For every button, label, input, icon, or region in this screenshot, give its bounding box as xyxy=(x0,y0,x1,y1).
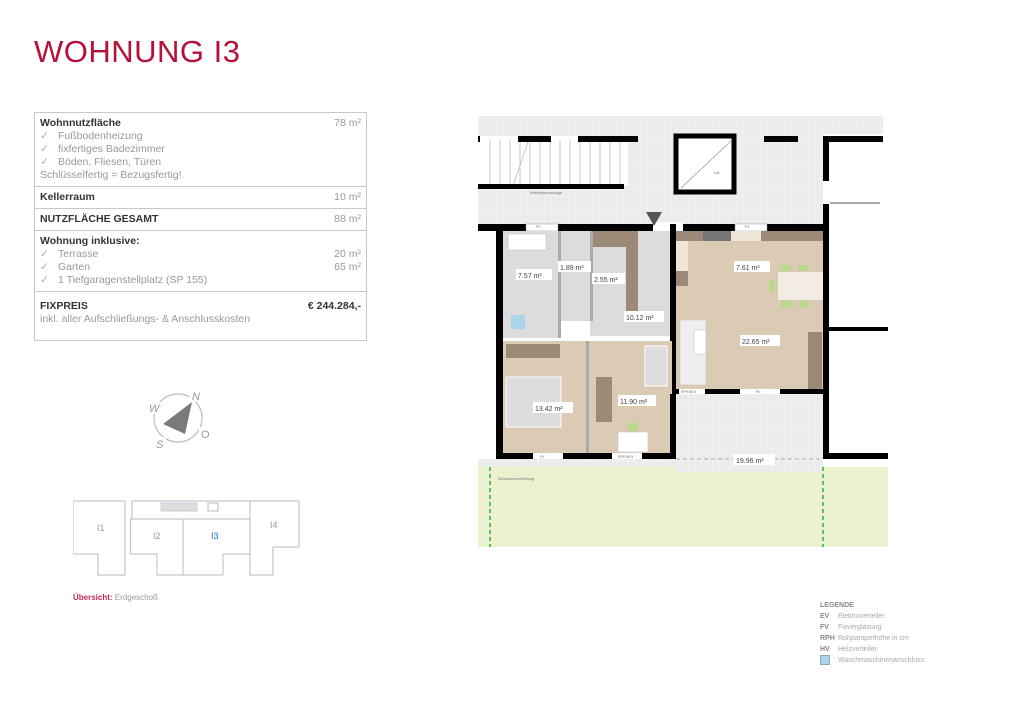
legend: LEGENDE EV Elektroverteiler FV Fixverglasu… xyxy=(820,600,924,666)
unit-i4[interactable] xyxy=(249,500,300,576)
feature-item: fixfertiges Badezimmer xyxy=(58,143,165,155)
unit-label-i4: I4 xyxy=(270,520,278,530)
feature-item: Böden, Fliesen, Türen xyxy=(58,156,162,168)
ventilation-label: Schleusenentlüftung xyxy=(498,476,534,481)
inclusive-value: 65 m² xyxy=(334,261,361,273)
check-icon: ✓ xyxy=(40,156,49,168)
unit-label-i1: I1 xyxy=(97,523,105,533)
fv-label: FV xyxy=(756,390,761,394)
check-icon: ✓ xyxy=(40,248,49,260)
legend-label: Fixverglasung xyxy=(838,624,882,631)
inclusive-section: Wohnung inklusive: ✓ Terrasse 20 m² ✓ Garte… xyxy=(35,231,366,292)
legend-key: HV xyxy=(820,646,830,653)
living-area-section: Wohnnutzfläche 78 m² ✓ Fußbodenheizung ✓ fi… xyxy=(35,113,366,187)
fv-label: FV xyxy=(745,225,750,229)
page-title: WOHNUNG I3 xyxy=(34,34,241,69)
overview-caption: Übersicht: Erdgeschoß xyxy=(73,593,158,602)
cellar-value: 10 m² xyxy=(334,191,361,203)
entrance-arrow-icon xyxy=(646,212,662,226)
washing-machine-icon xyxy=(511,315,525,329)
compass-icon: N W S O xyxy=(147,390,211,451)
legend-label: Elektroverteiler xyxy=(838,613,885,620)
inclusive-label: Wohnung inklusive: xyxy=(40,235,140,247)
room-area-room: 11.90 m² xyxy=(620,399,648,406)
cellar-section: Kellerraum 10 m² xyxy=(35,187,366,209)
price-section: FIXPREIS € 244.284,- inkl. aller Aufschli… xyxy=(35,292,366,340)
room-area-wc: 1.89 m² xyxy=(560,265,584,272)
room-area-hallway: 10.12 m² xyxy=(626,315,654,322)
overview-caption-value: Erdgeschoß xyxy=(114,593,158,602)
check-icon: ✓ xyxy=(40,274,49,286)
unit-label-i2: I2 xyxy=(153,531,161,541)
total-section: NUTZFLÄCHE GESAMT 88 m² xyxy=(35,209,366,231)
legend-label: Heizverteiler xyxy=(838,646,877,653)
price-note: inkl. aller Aufschließungs- & Anschlussk… xyxy=(40,313,251,325)
fv-label: FV xyxy=(540,455,545,459)
room-area-living: 22.65 m² xyxy=(742,339,770,346)
legend-label: Waschmaschinenanschluss xyxy=(838,657,925,664)
inclusive-value: 20 m² xyxy=(334,248,361,260)
washing-machine-icon xyxy=(820,655,830,666)
living-area-value: 78 m² xyxy=(334,117,361,129)
price-value: € 244.284,- xyxy=(307,300,361,312)
apartment-info-table: Wohnnutzfläche 78 m² ✓ Fußbodenheizung ✓ fi… xyxy=(34,112,367,341)
cellar-label: Kellerraum xyxy=(40,191,95,203)
room-area-terrace: 19.96 m² xyxy=(736,458,764,465)
unit-i2[interactable] xyxy=(129,518,186,576)
inclusive-item: 1 Tiefgaragenstellplatz (SP 155) xyxy=(58,274,208,286)
unit-i1[interactable] xyxy=(73,500,126,576)
inclusive-item: Terrasse xyxy=(58,248,99,260)
floor-plan: Briefkastenanlage Lift FV FV xyxy=(478,116,888,547)
building-overview-map: I1 I2 I3 I4 xyxy=(73,500,300,576)
room-area-bathroom: 7.57 m² xyxy=(518,273,542,280)
legend-label: Rohparapethöhe in cm xyxy=(838,635,909,642)
overview-caption-label: Übersicht: xyxy=(73,593,113,602)
compass-s: S xyxy=(156,439,164,451)
fv-label: FV xyxy=(536,225,541,229)
legend-key: RPH xyxy=(820,635,835,642)
rph-label: RPH 89.5 xyxy=(618,455,633,459)
unit-label-i3: I3 xyxy=(211,531,219,541)
mailbox-label: Briefkastenanlage xyxy=(530,190,563,195)
check-icon: ✓ xyxy=(40,143,49,155)
compass-w: W xyxy=(149,403,161,415)
room-area-bedroom: 13.42 m² xyxy=(535,406,563,413)
legend-key: FV xyxy=(820,624,829,631)
unit-i3[interactable] xyxy=(182,518,251,576)
living-area-label: Wohnnutzfläche xyxy=(40,117,121,129)
check-icon: ✓ xyxy=(40,261,49,273)
compass-n: N xyxy=(192,391,200,403)
total-value: 88 m² xyxy=(334,213,361,225)
inclusive-item: Garten xyxy=(58,261,91,273)
room-area-kitchen: 7.61 m² xyxy=(736,265,760,272)
price-label: FIXPREIS xyxy=(40,300,88,312)
rph-label: RPH 89.5 xyxy=(681,390,696,394)
total-label: NUTZFLÄCHE GESAMT xyxy=(40,213,159,225)
legend-key: EV xyxy=(820,613,830,620)
legend-title: LEGENDE xyxy=(820,602,854,609)
feature-item: Fußbodenheizung xyxy=(58,130,143,142)
lift-label: Lift xyxy=(714,170,720,175)
compass-o: O xyxy=(201,429,210,441)
turnkey-note: Schlüsselfertig = Bezugsfertig! xyxy=(40,169,182,181)
room-area-storage: 2.55 m² xyxy=(594,277,618,284)
check-icon: ✓ xyxy=(40,130,49,142)
